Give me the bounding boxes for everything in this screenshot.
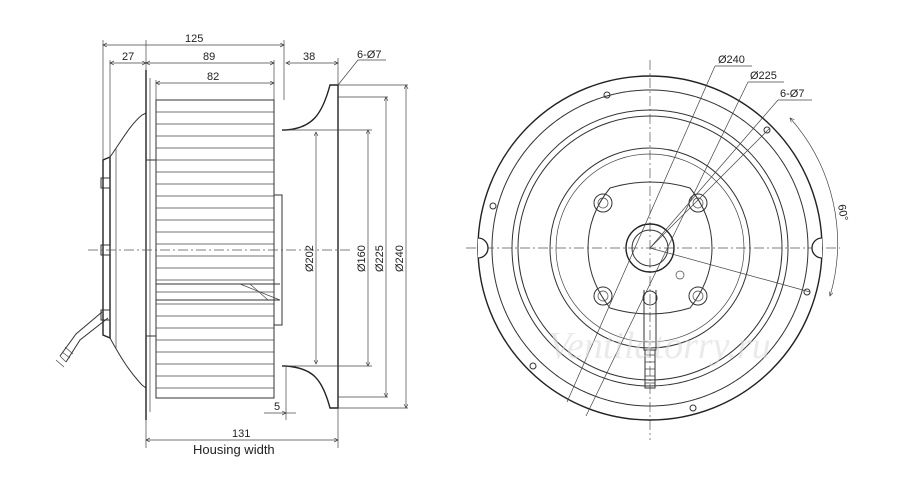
motor-flange: [587, 181, 713, 389]
inlet-cone: [282, 84, 339, 409]
impeller: [155, 99, 283, 399]
motor-housing: [100, 112, 147, 389]
dim-82: 82: [207, 71, 219, 83]
watermark: Ventilatorry.ru: [548, 325, 771, 367]
mounting-plate: [145, 70, 157, 420]
hole-icon: [603, 91, 611, 99]
dim-6x7: 6-Ø7: [357, 49, 381, 61]
dim-d160: Ø160: [356, 245, 368, 272]
dim-89: 89: [203, 51, 215, 63]
hole-icon: [529, 362, 537, 370]
front-holes-6x7: 6-Ø7: [780, 88, 804, 100]
hole-icon: [489, 202, 497, 210]
side-top-dimensions: 125 27 89 82 38 6-Ø7: [103, 33, 386, 160]
angle-60-dimension: 60°: [790, 118, 850, 296]
side-bottom-dimensions: 5 131 Housing width: [146, 366, 338, 457]
front-dia-240: Ø240: [718, 54, 745, 66]
cable: [55, 311, 109, 368]
angle-60-label: 60°: [835, 203, 850, 221]
dim-27: 27: [122, 51, 134, 63]
dim-5: 5: [274, 401, 280, 413]
front-dimension-leaders: Ø240 Ø225 6-Ø7: [566, 54, 812, 417]
dim-d240: Ø240: [394, 245, 406, 272]
dim-131: 131: [232, 428, 250, 440]
dim-d202: Ø202: [304, 245, 316, 272]
front-view: Ø240 Ø225 6-Ø7 60°: [466, 54, 850, 440]
dim-d225: Ø225: [374, 245, 386, 272]
hole-icon: [689, 404, 697, 412]
side-view: 125 27 89 82 38 6-Ø7 Ø202 Ø160: [55, 33, 408, 457]
front-dia-225: Ø225: [750, 70, 777, 82]
housing-width-label: Housing width: [193, 442, 275, 457]
dim-38: 38: [303, 51, 315, 63]
dim-125: 125: [185, 33, 203, 45]
side-diameter-dimensions: Ø202 Ø160 Ø225 Ø240: [286, 85, 408, 408]
hole-icon: [763, 126, 771, 134]
